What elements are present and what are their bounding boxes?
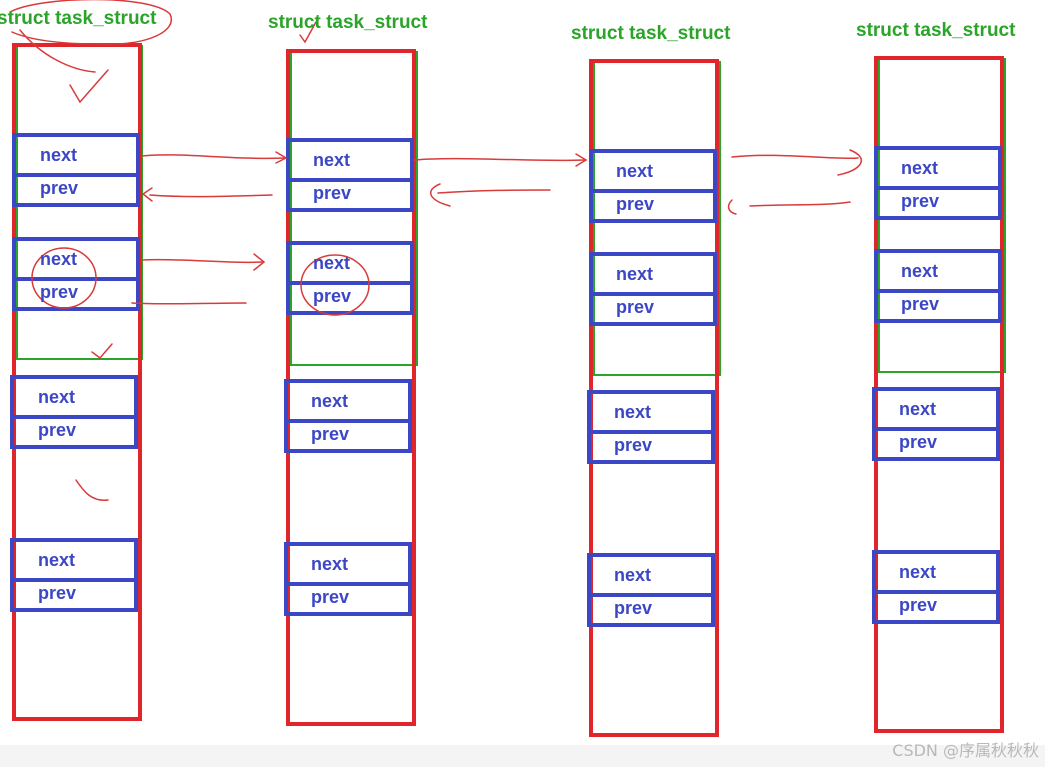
prev-label: prev xyxy=(614,598,653,618)
next-label: next xyxy=(616,264,654,284)
watermark: CSDN @序属秋秋秋 xyxy=(892,741,1039,760)
next-label: next xyxy=(901,158,939,178)
prev-label: prev xyxy=(313,183,352,203)
green-outlines xyxy=(16,45,1006,376)
struct-box-3 xyxy=(589,59,719,737)
next-label: next xyxy=(614,402,652,422)
struct-boxes xyxy=(12,43,1004,737)
next-label: next xyxy=(40,145,78,165)
prev-label: prev xyxy=(614,435,653,455)
next-label: next xyxy=(614,565,652,585)
next-label: next xyxy=(313,253,351,273)
next-label: next xyxy=(38,550,76,570)
prev-label: prev xyxy=(899,432,938,452)
next-label: next xyxy=(899,399,937,419)
next-label: next xyxy=(899,562,937,582)
prev-label: prev xyxy=(38,583,77,603)
struct-title-4: struct task_struct xyxy=(856,20,1016,41)
struct-box-4 xyxy=(874,56,1004,733)
struct-title-2: struct task_struct xyxy=(268,12,428,33)
prev-label: prev xyxy=(901,191,940,211)
next-label: next xyxy=(311,554,349,574)
next-label: next xyxy=(313,150,351,170)
struct-title-1: struct task_struct xyxy=(0,8,157,29)
next-label: next xyxy=(616,161,654,181)
prev-label: prev xyxy=(313,286,352,306)
prev-label: prev xyxy=(616,194,655,214)
next-label: next xyxy=(38,387,76,407)
bottom-strip xyxy=(0,745,1045,767)
list-nodes xyxy=(10,133,1002,627)
handwritten-annotations xyxy=(9,0,863,501)
prev-label: prev xyxy=(899,595,938,615)
prev-label: prev xyxy=(311,424,350,444)
prev-label: prev xyxy=(616,297,655,317)
prev-label: prev xyxy=(40,178,79,198)
next-label: next xyxy=(311,391,349,411)
prev-label: prev xyxy=(311,587,350,607)
next-label: next xyxy=(40,249,78,269)
next-label: next xyxy=(901,261,939,281)
struct-title-3: struct task_struct xyxy=(571,23,731,44)
prev-label: prev xyxy=(901,294,940,314)
prev-label: prev xyxy=(38,420,77,440)
struct-box-2 xyxy=(286,49,416,726)
prev-label: prev xyxy=(40,282,79,302)
